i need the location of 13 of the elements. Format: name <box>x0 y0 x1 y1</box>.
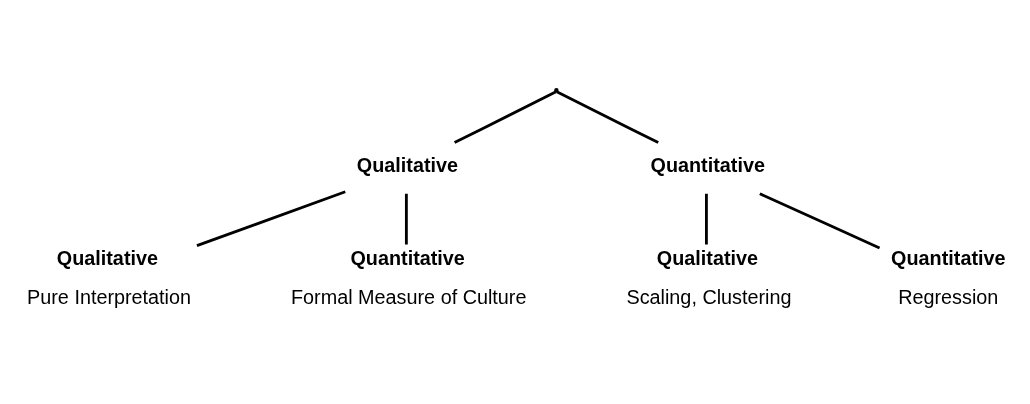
connector <box>404 193 408 245</box>
node-text: Qualitative Pure Interpretation <box>27 246 192 309</box>
node-point <box>554 87 559 93</box>
node-text: Qualitative Scaling, Clustering <box>626 246 792 309</box>
connector <box>453 90 557 144</box>
node-text: Quantitative Formal Measure of Culture <box>291 246 527 309</box>
node-text: Quantitative Regression <box>891 246 1006 309</box>
node-text: Quantitative <box>650 153 765 176</box>
connector <box>759 192 881 250</box>
node-text: Qualitative <box>356 153 459 176</box>
connector <box>705 193 708 245</box>
connector <box>196 190 346 247</box>
connector <box>556 90 659 144</box>
